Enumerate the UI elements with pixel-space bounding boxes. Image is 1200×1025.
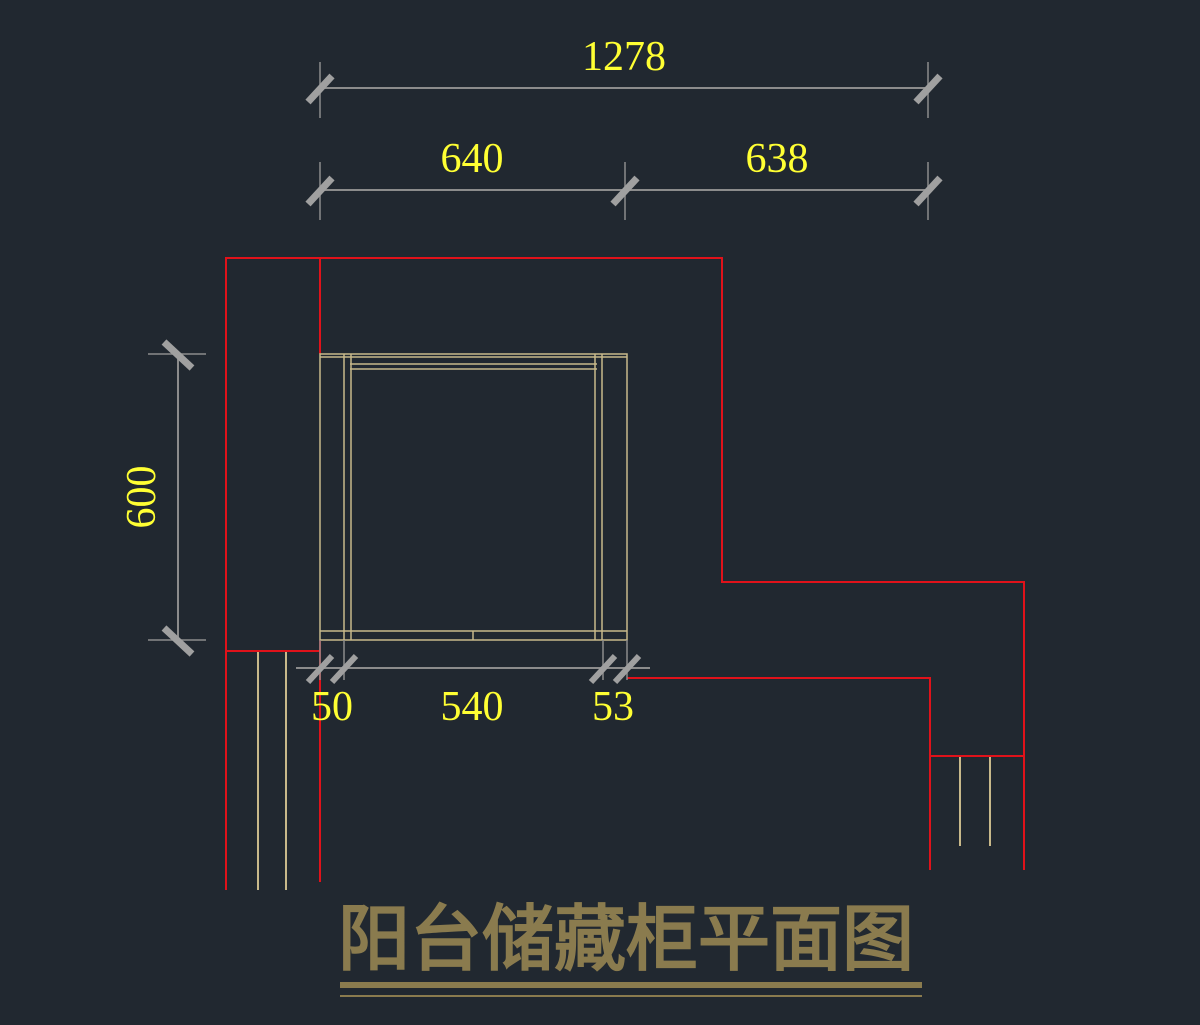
dim-label-inner: 540 [441,684,504,730]
dim-label-left-panel: 50 [311,684,353,730]
dimension-height: 600 [119,339,206,657]
dim-label-height: 600 [119,466,165,529]
title-text: 阳台储藏柜平面图 [338,897,914,981]
dimension-cabinet-widths: 50 540 53 [296,640,650,730]
dim-label-right: 638 [746,136,809,182]
dim-label-right-panel: 53 [592,684,634,730]
drawing-title: 阳台储藏柜平面图 [338,897,922,997]
dimension-overall-width: 1278 [305,34,943,118]
dim-label-left: 640 [441,136,504,182]
wall-outline [225,257,1025,890]
dim-label-overall: 1278 [582,34,666,80]
dimension-split-widths: 640 638 [305,136,943,220]
storage-cabinet [319,353,628,641]
frame-lines [257,652,991,890]
